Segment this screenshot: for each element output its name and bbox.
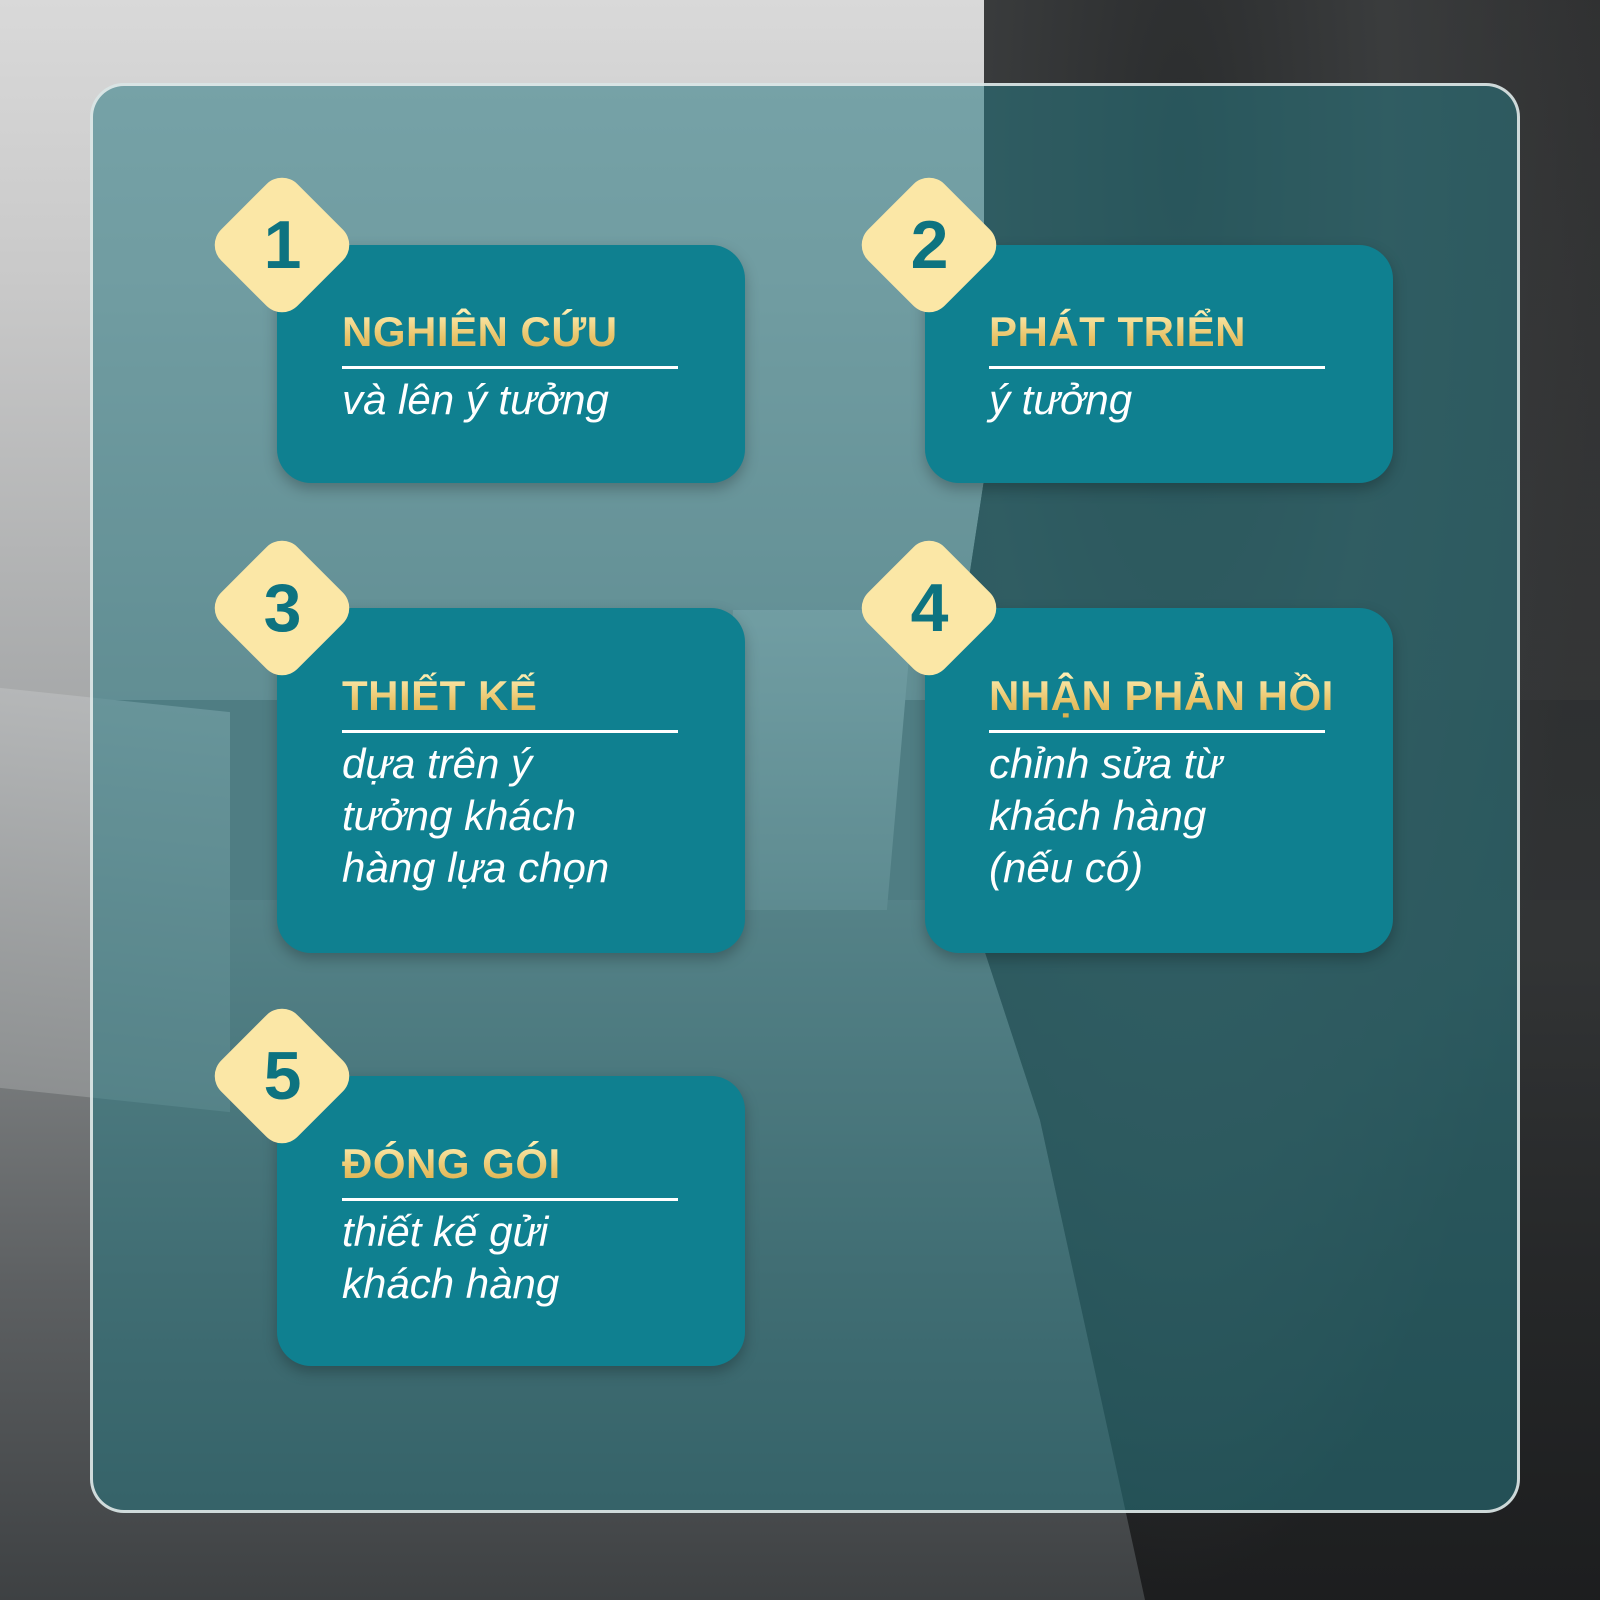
step-number: 2 [910, 207, 949, 283]
description-line: tưởng khách [342, 792, 577, 839]
step-title: NGHIÊN CỨU [342, 308, 618, 355]
step-title: ĐÓNG GÓI [342, 1140, 561, 1187]
step-title: THIẾT KẾ [342, 672, 538, 719]
title-divider [342, 730, 678, 733]
step-description: và lên ý tưởng [342, 374, 609, 426]
step-number: 4 [910, 570, 949, 646]
description-line: khách hàng [342, 1260, 560, 1307]
step-card [277, 1076, 745, 1366]
step-number-badge: 2 [852, 168, 1007, 323]
step-number: 1 [263, 207, 302, 283]
step-number-badge: 1 [205, 168, 360, 323]
step-number: 3 [263, 570, 302, 646]
step-description: dựa trên ý tưởng khách hàng lựa chọn [342, 738, 609, 894]
title-divider [342, 366, 678, 369]
step-number-badge: 3 [205, 531, 360, 686]
description-line: chỉnh sửa từ [989, 740, 1223, 787]
description-line: và lên ý tưởng [342, 376, 609, 423]
step-number-badge: 4 [852, 531, 1007, 686]
description-line: khách hàng [989, 792, 1207, 839]
step-card [925, 608, 1393, 953]
step-title: NHẬN PHẢN HỒI [989, 672, 1334, 719]
title-divider [342, 1198, 678, 1201]
step-title: PHÁT TRIỂN [989, 308, 1246, 355]
description-line: (nếu có) [989, 844, 1144, 891]
title-divider [989, 366, 1325, 369]
step-description: thiết kế gửi khách hàng [342, 1206, 559, 1310]
step-card [277, 608, 745, 953]
description-line: ý tưởng [989, 376, 1133, 423]
description-line: hàng lựa chọn [342, 844, 610, 891]
description-line: dựa trên ý [342, 740, 533, 787]
description-line: thiết kế gửi [342, 1208, 549, 1255]
step-card [925, 245, 1393, 483]
step-description: ý tưởng [989, 374, 1132, 426]
step-number: 5 [263, 1038, 302, 1114]
step-description: chỉnh sửa từ khách hàng (nếu có) [989, 738, 1222, 894]
title-divider [989, 730, 1325, 733]
step-card [277, 245, 745, 483]
step-number-badge: 5 [205, 999, 360, 1154]
